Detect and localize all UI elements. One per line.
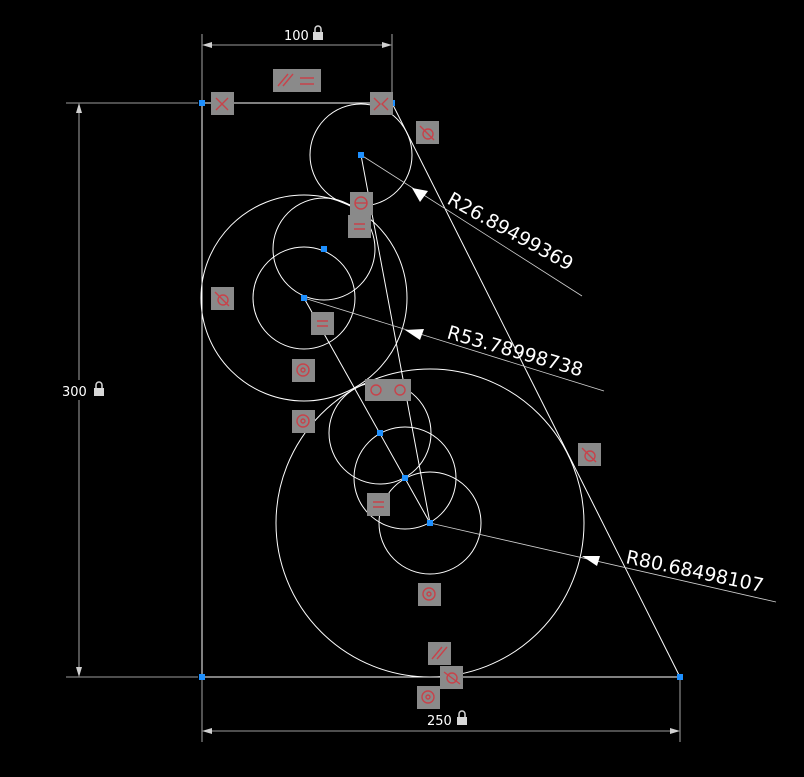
dimension-bottom-width[interactable]: 250 xyxy=(201,680,681,742)
concentric-icon[interactable] xyxy=(418,583,441,606)
grip-circle-small-top-center[interactable] xyxy=(358,152,364,158)
circle-small-upper[interactable] xyxy=(272,197,376,301)
radius-medium-arrow xyxy=(405,329,424,340)
dim-arrow-right-icon xyxy=(382,42,392,48)
grip-circle-lower-b-center[interactable] xyxy=(402,475,408,481)
circle-small-lower-c[interactable] xyxy=(378,471,482,575)
radius-large-label[interactable]: R80.68498107 xyxy=(624,546,766,597)
slanted-edge[interactable] xyxy=(391,102,681,678)
equal-icon[interactable] xyxy=(311,312,334,335)
grip-bottom-left[interactable] xyxy=(199,674,205,680)
circle-small-lower-b[interactable] xyxy=(353,426,457,530)
tangent-icon[interactable] xyxy=(416,121,439,144)
dim-arrow-up-icon xyxy=(76,103,82,113)
dim-top-value[interactable]: 100 xyxy=(284,29,309,44)
circle-medium[interactable] xyxy=(200,194,408,402)
radius-large-leader[interactable] xyxy=(429,522,777,603)
lock-icon xyxy=(94,381,104,396)
grip-circle-small-upper-center[interactable] xyxy=(321,246,327,252)
radius-medium-dimension[interactable]: R53.78998738 xyxy=(303,297,605,392)
radius-small-leader[interactable] xyxy=(360,154,583,297)
radius-large-arrow xyxy=(582,556,600,566)
circle-small-mid[interactable] xyxy=(252,246,356,350)
radius-medium-leader[interactable] xyxy=(303,297,605,392)
parallel-equal-icon[interactable] xyxy=(273,69,321,92)
grip-circle-large-center[interactable] xyxy=(427,520,433,526)
grip-circle-medium-center[interactable] xyxy=(301,295,307,301)
grip-bottom-right[interactable] xyxy=(677,674,683,680)
dim-arrow-right-icon xyxy=(670,728,680,734)
tangent-pair-icon[interactable] xyxy=(365,379,411,401)
dimension-top-width[interactable]: 100 xyxy=(201,25,393,100)
dim-arrow-left-icon xyxy=(202,42,212,48)
circle-large[interactable] xyxy=(275,368,585,678)
coincident-icon[interactable] xyxy=(370,92,393,115)
circles[interactable] xyxy=(200,103,585,678)
dimension-left-height[interactable]: 300 xyxy=(62,102,198,678)
concentric-icon[interactable] xyxy=(292,359,315,382)
lock-icon xyxy=(457,710,467,725)
dim-left-value[interactable]: 300 xyxy=(62,385,87,400)
radius-small-arrow xyxy=(412,188,428,202)
dim-arrow-left-icon xyxy=(202,728,212,734)
radius-small-dimension[interactable]: R26.89499369 xyxy=(360,154,583,297)
equal-icon[interactable] xyxy=(367,493,390,516)
concentric-icon[interactable] xyxy=(350,192,373,215)
tangent-icon[interactable] xyxy=(440,666,463,689)
tangent-icon[interactable] xyxy=(578,443,601,466)
radius-small-label[interactable]: R26.89499369 xyxy=(444,188,577,275)
radius-medium-label[interactable]: R53.78998738 xyxy=(445,322,586,382)
constraint-icons[interactable] xyxy=(211,69,601,709)
concentric-icon[interactable] xyxy=(417,686,440,709)
radius-large-dimension[interactable]: R80.68498107 xyxy=(429,522,777,603)
center-axis-line-a[interactable] xyxy=(360,154,431,524)
lock-icon xyxy=(313,25,323,40)
grip-top-left[interactable] xyxy=(199,100,205,106)
tangent-icon[interactable] xyxy=(211,287,234,310)
equal-icon[interactable] xyxy=(348,215,371,238)
concentric-icon[interactable] xyxy=(292,410,315,433)
parallel-icon[interactable] xyxy=(428,642,451,665)
grip-circle-lower-a-center[interactable] xyxy=(377,430,383,436)
perpendicular-icon[interactable] xyxy=(211,92,234,115)
dim-bottom-value[interactable]: 250 xyxy=(427,714,452,729)
center-axis-line-b[interactable] xyxy=(303,297,431,524)
dim-arrow-down-icon xyxy=(76,667,82,677)
